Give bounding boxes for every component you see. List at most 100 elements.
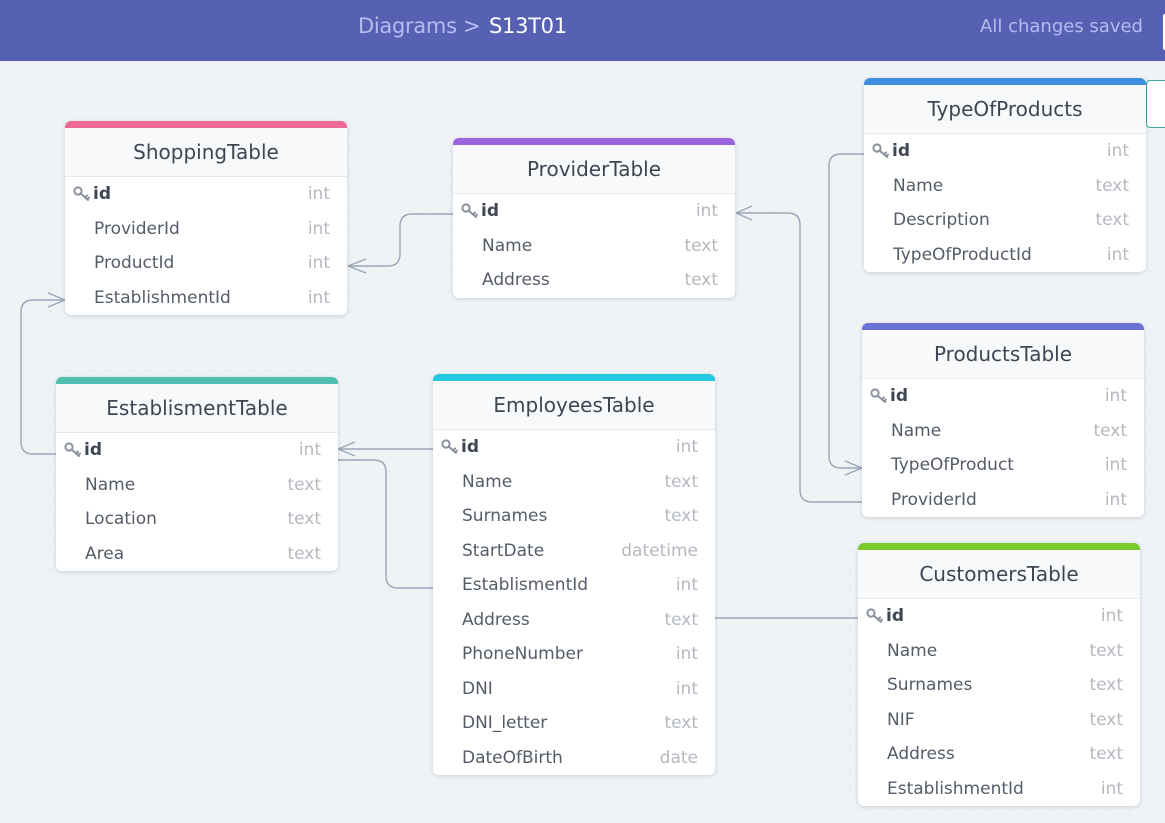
field-name: ProductId — [94, 253, 175, 274]
field-row[interactable]: DNI_letter text — [433, 706, 715, 741]
field-name: Surnames — [887, 675, 973, 696]
field-row[interactable]: Surnames text — [433, 499, 715, 534]
side-panel-tab[interactable] — [1146, 80, 1165, 128]
diagram-title[interactable]: S13T01 — [489, 14, 567, 38]
field-name: id — [886, 606, 904, 627]
crowfoot-shopping-productid — [347, 258, 367, 274]
field-type: text — [1089, 640, 1123, 661]
table-color-bar — [864, 78, 1146, 85]
field-row[interactable]: Name text — [453, 229, 735, 264]
field-name: id — [892, 141, 910, 162]
breadcrumb-separator: > — [463, 14, 481, 38]
breadcrumb-diagrams-link[interactable]: Diagrams — [358, 14, 457, 38]
field-name: Name — [893, 175, 944, 196]
field-type: text — [1089, 675, 1123, 696]
table-header[interactable]: ProviderTable — [453, 145, 735, 194]
field-name: Surnames — [462, 506, 548, 527]
primary-key-icon — [461, 203, 479, 219]
field-name: id — [481, 201, 499, 222]
field-type: text — [664, 713, 698, 734]
field-row[interactable]: Surnames text — [858, 668, 1140, 703]
field-name: Name — [85, 474, 136, 495]
primary-key-icon — [441, 439, 459, 455]
field-type: text — [287, 509, 321, 530]
field-type: int — [307, 287, 330, 308]
field-type: int — [1106, 244, 1129, 265]
table-color-bar — [56, 377, 338, 384]
field-name: ProviderId — [94, 218, 180, 239]
relation-shopping-establisment — [20, 299, 65, 455]
field-type: text — [684, 235, 718, 256]
field-type: int — [675, 678, 698, 699]
primary-key-icon — [870, 388, 888, 404]
table-color-bar — [453, 138, 735, 145]
field-name: DateOfBirth — [462, 747, 563, 768]
table-header[interactable]: ShoppingTable — [65, 128, 347, 177]
toolbar-edge-button[interactable] — [1163, 14, 1165, 50]
table-header[interactable]: ProductsTable — [862, 330, 1144, 379]
field-name: ProviderId — [891, 489, 977, 510]
field-name: DNI_letter — [462, 713, 548, 734]
save-status: All changes saved — [980, 16, 1143, 37]
relation-typeofproducts-products — [828, 153, 864, 469]
field-type: int — [298, 440, 321, 461]
field-row[interactable]: StartDate datetime — [433, 534, 715, 569]
crowfoot-shopping-establishmentid — [47, 292, 66, 308]
table-header[interactable]: EstablismentTable — [56, 384, 338, 433]
field-type: text — [1095, 210, 1129, 231]
field-type: text — [1095, 175, 1129, 196]
table-header[interactable]: EmployeesTable — [433, 381, 715, 430]
primary-key-icon — [866, 608, 884, 624]
table-color-bar — [433, 374, 715, 381]
table-header[interactable]: CustomersTable — [858, 550, 1140, 599]
table-color-bar — [858, 543, 1140, 550]
field-name: Address — [462, 609, 530, 630]
field-type: text — [664, 506, 698, 527]
field-name: StartDate — [462, 540, 545, 561]
top-bar: Diagrams > S13T01 All changes saved — [0, 0, 1165, 61]
table-header[interactable]: TypeOfProducts — [864, 85, 1146, 134]
field-name: Name — [891, 420, 942, 441]
field-name: id — [93, 184, 111, 205]
field-row[interactable]: Name text — [864, 169, 1146, 204]
field-name: EstablishmentId — [887, 778, 1024, 799]
field-type: datetime — [621, 540, 698, 561]
field-name: Name — [482, 235, 533, 256]
